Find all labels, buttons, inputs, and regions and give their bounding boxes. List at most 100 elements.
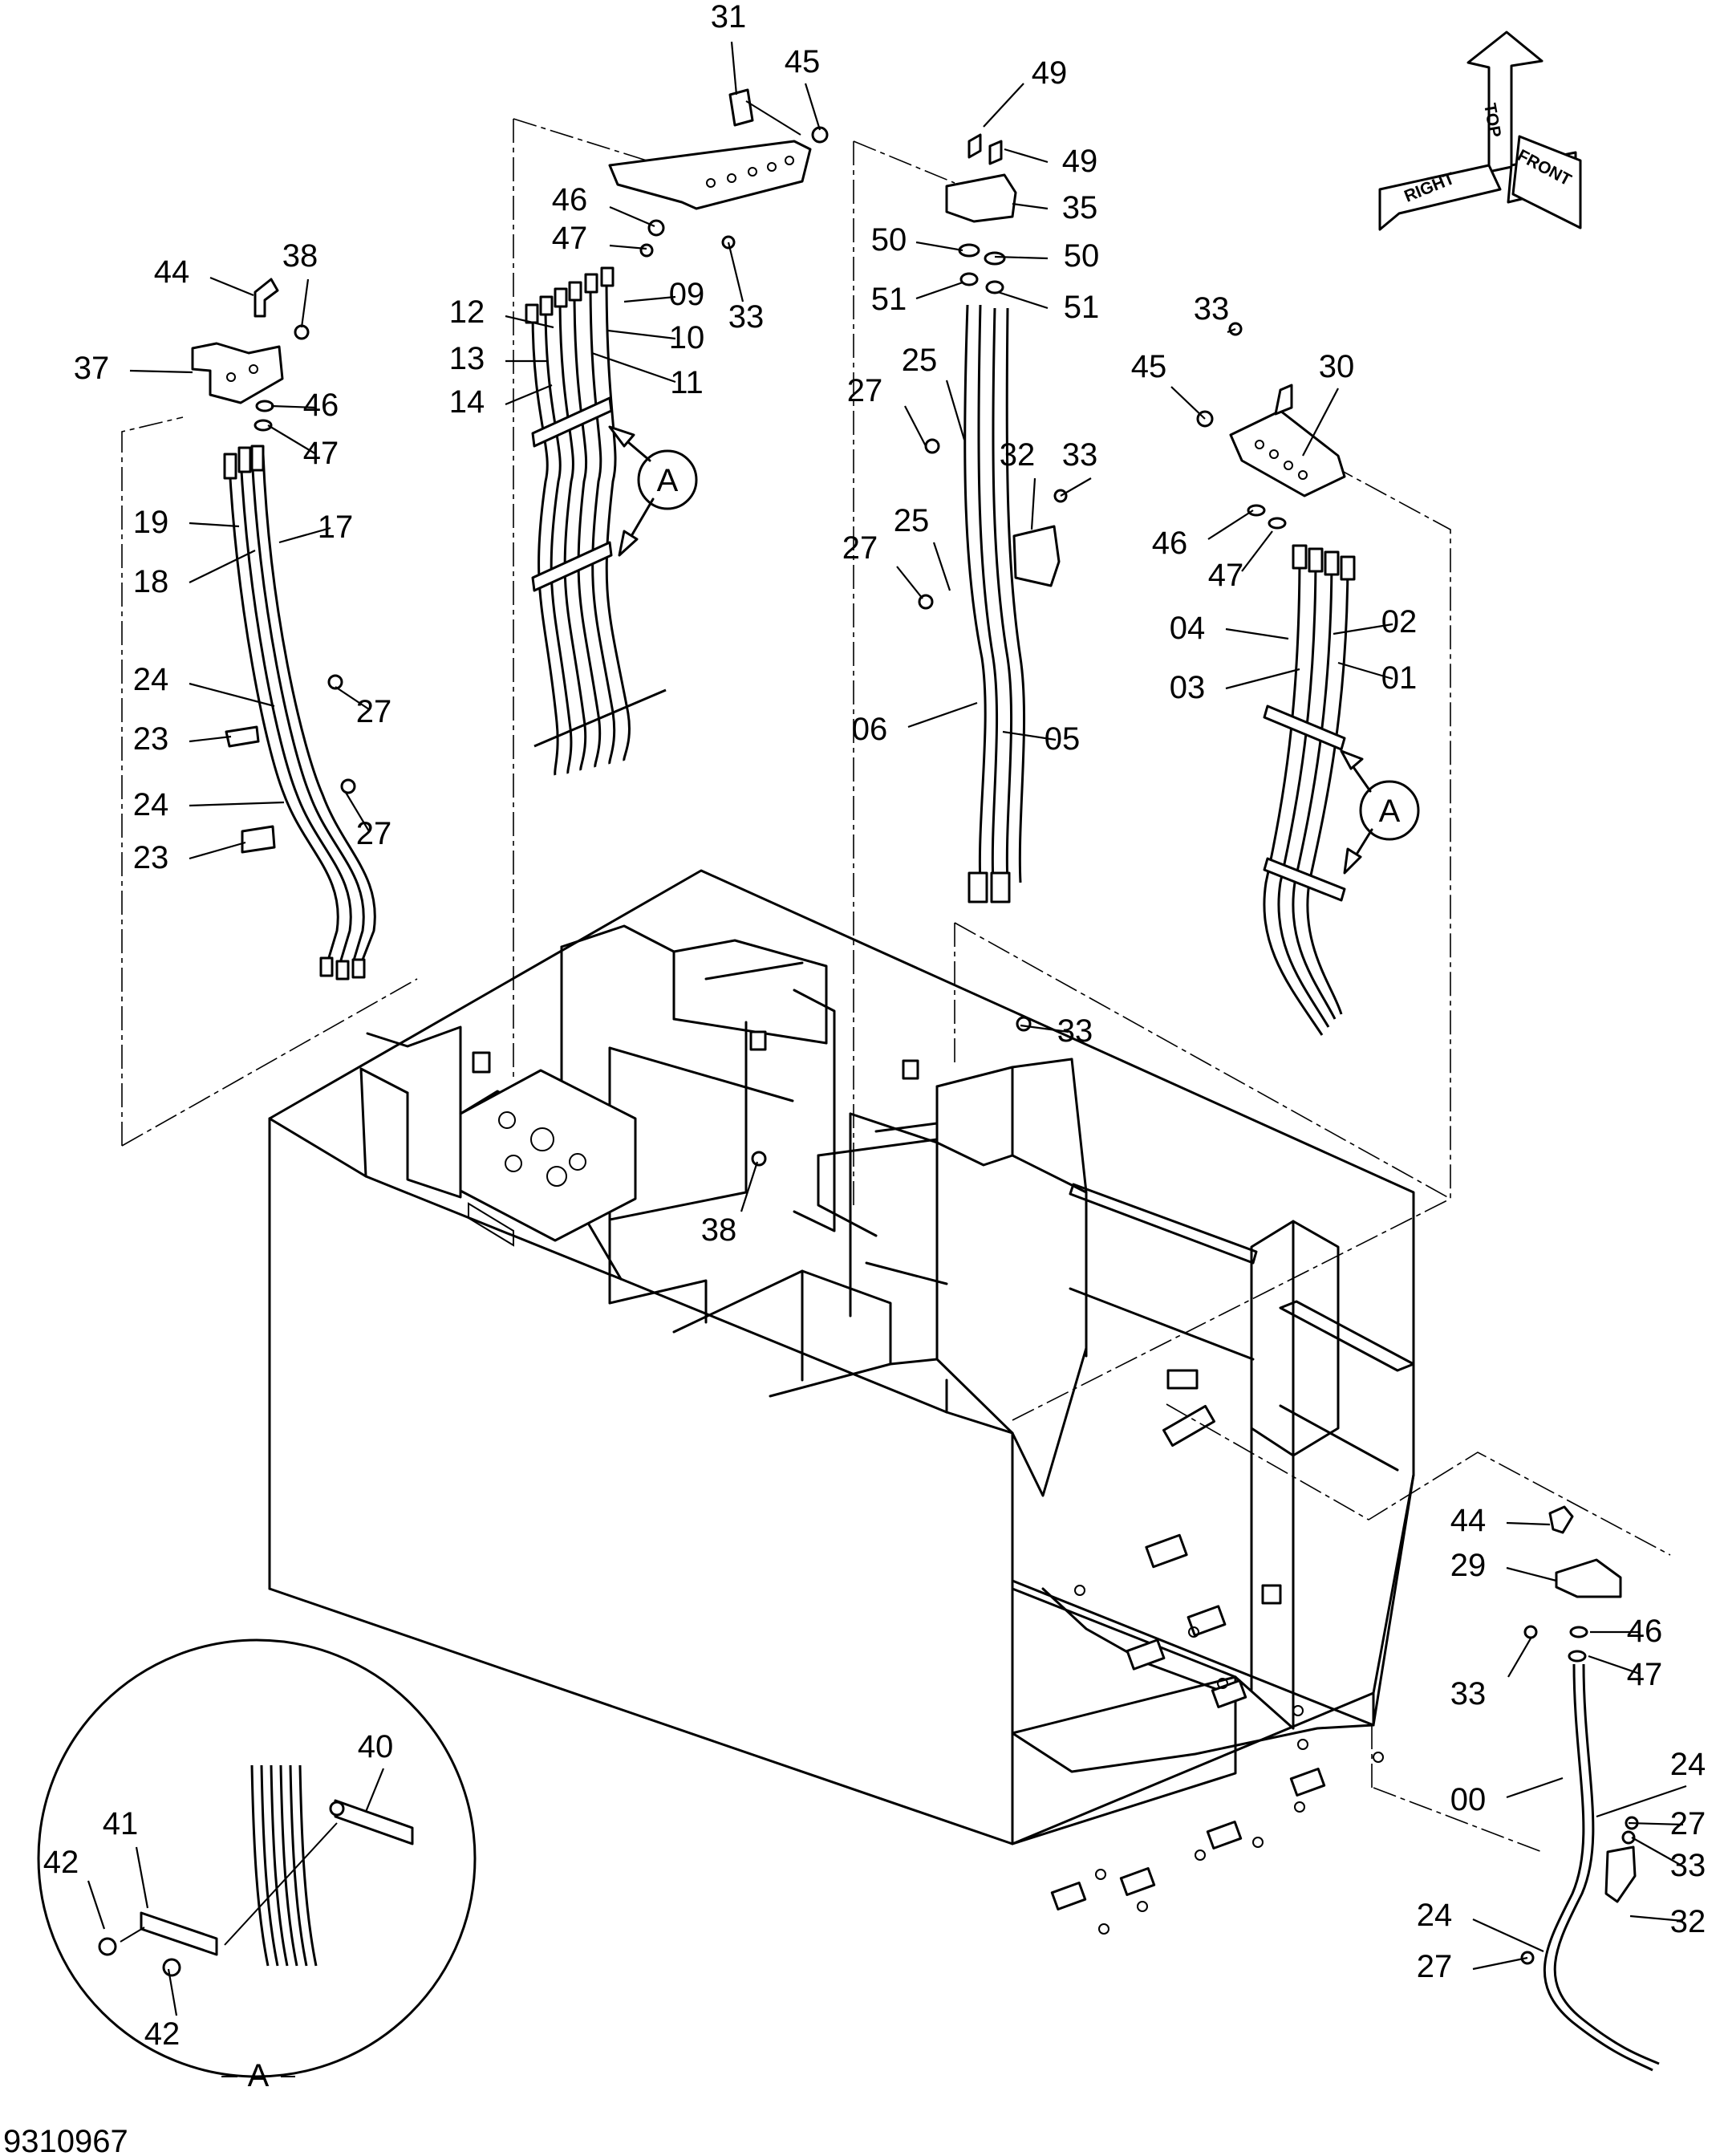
part-number-label: 24 bbox=[1670, 1747, 1706, 1782]
detail-a-label: A bbox=[248, 2058, 270, 2093]
bubble-label: A bbox=[657, 463, 679, 498]
callout-c23a: 23 bbox=[133, 721, 232, 757]
leader-line bbox=[896, 566, 923, 599]
part-number-label: 38 bbox=[701, 1212, 737, 1248]
guide-lines bbox=[121, 118, 1671, 1853]
part-number-label: 27 bbox=[842, 530, 878, 566]
callout-c24a: 24 bbox=[133, 662, 275, 708]
leader-line bbox=[209, 276, 254, 297]
leader-line bbox=[1030, 477, 1036, 530]
part-number-label: 47 bbox=[1208, 558, 1244, 593]
bubble-arrows bbox=[608, 425, 1373, 875]
hose-set-05-06 bbox=[918, 133, 1068, 903]
callout-c06: 06 bbox=[852, 701, 978, 747]
bubble-a-left: A bbox=[637, 449, 698, 510]
part-number-label: 33 bbox=[1062, 437, 1098, 473]
hose-set-17-19 bbox=[191, 278, 376, 981]
leader-line bbox=[189, 550, 256, 583]
bubble-label: A bbox=[1379, 794, 1401, 829]
callout-c51a: 51 bbox=[871, 281, 963, 317]
part-number-label: 02 bbox=[1381, 604, 1418, 639]
leader-line bbox=[129, 369, 193, 374]
callout-c12: 12 bbox=[449, 294, 554, 330]
part-number-label: 32 bbox=[1670, 1904, 1706, 1939]
part-number-label: 42 bbox=[144, 2016, 181, 2052]
bubble-circle bbox=[637, 449, 698, 510]
leader-line bbox=[1472, 1918, 1544, 1953]
part-number-label: 24 bbox=[133, 662, 169, 697]
leader-line bbox=[997, 290, 1049, 310]
part-number-label: 38 bbox=[282, 238, 318, 274]
frame-assembly bbox=[268, 869, 1415, 1935]
part-number-label: 46 bbox=[1152, 526, 1188, 561]
leader-line bbox=[609, 244, 647, 250]
callout-c45a: 45 bbox=[785, 44, 821, 131]
leader-line bbox=[167, 1968, 178, 2016]
part-number-label: 45 bbox=[785, 44, 821, 79]
part-number-label: 50 bbox=[1064, 238, 1100, 274]
part-number-label: 29 bbox=[1450, 1548, 1487, 1583]
callout-c31: 31 bbox=[711, 0, 746, 95]
callout-c25b: 25 bbox=[894, 503, 951, 591]
leader-line bbox=[740, 1161, 759, 1212]
part-number-label: 33 bbox=[728, 299, 765, 335]
part-number-label: 49 bbox=[1032, 55, 1068, 91]
callout-c40: 40 bbox=[358, 1729, 393, 1813]
leader-line bbox=[335, 686, 370, 710]
leader-line bbox=[87, 1880, 106, 1930]
callout-c32b: 32 bbox=[1629, 1904, 1706, 1939]
callout-c18: 18 bbox=[133, 550, 256, 599]
leader-line bbox=[1225, 627, 1289, 640]
callout-c03: 03 bbox=[1170, 668, 1300, 705]
leader-line bbox=[1628, 1821, 1684, 1826]
part-number-label: 42 bbox=[43, 1845, 79, 1880]
part-number-label: 25 bbox=[902, 343, 938, 378]
callout-c35: 35 bbox=[1012, 190, 1097, 225]
callout-c33d: 33 bbox=[1020, 1013, 1093, 1049]
leader-line bbox=[1506, 1521, 1551, 1526]
callout-c46b: 46 bbox=[270, 388, 339, 423]
part-number-label: 46 bbox=[1627, 1614, 1663, 1649]
detail-a-view bbox=[37, 1638, 477, 2078]
part-number-label: 17 bbox=[318, 510, 354, 545]
part-number-label: 44 bbox=[154, 254, 190, 290]
leader-line bbox=[591, 351, 676, 384]
bubble-layer: AA bbox=[637, 449, 1420, 841]
leader-line bbox=[1472, 1956, 1528, 1971]
loose-fasteners bbox=[751, 1016, 1032, 1167]
leader-line bbox=[267, 424, 317, 455]
part-number-label: 32 bbox=[1000, 437, 1036, 473]
callout-c38b: 38 bbox=[701, 1161, 759, 1248]
part-number-label: 27 bbox=[356, 694, 392, 729]
leader-line bbox=[1302, 388, 1339, 457]
leader-line bbox=[932, 542, 951, 591]
leader-line bbox=[1020, 1024, 1069, 1033]
leader-line bbox=[1588, 1655, 1641, 1675]
part-number-label: 27 bbox=[356, 816, 392, 851]
callout-c44b: 44 bbox=[1450, 1503, 1551, 1538]
callout-c51b: 51 bbox=[997, 290, 1099, 325]
leader-line bbox=[730, 41, 738, 95]
callout-c13: 13 bbox=[449, 341, 547, 376]
part-number-label: 47 bbox=[303, 436, 339, 471]
callout-c44a: 44 bbox=[154, 254, 254, 297]
bubble-circle bbox=[1359, 780, 1420, 841]
leader-line bbox=[189, 801, 285, 807]
leader-line bbox=[344, 790, 370, 832]
callout-c33a: 33 bbox=[727, 242, 765, 335]
callout-c47d: 47 bbox=[1588, 1655, 1662, 1692]
callout-c42b: 42 bbox=[144, 1968, 181, 2052]
leader-line bbox=[904, 405, 927, 447]
part-number-label: 13 bbox=[449, 341, 485, 376]
callout-c41: 41 bbox=[103, 1806, 149, 1909]
part-number-label: 37 bbox=[74, 351, 110, 386]
part-number-label: 33 bbox=[1450, 1676, 1487, 1711]
leader-line bbox=[983, 83, 1024, 128]
callout-c45b: 45 bbox=[1131, 349, 1206, 420]
orientation-indicator: TOP FRONT RIGHT bbox=[1378, 30, 1582, 231]
leader-line bbox=[727, 242, 744, 302]
part-number-label: 00 bbox=[1450, 1782, 1487, 1817]
drawing-number: 9310967 bbox=[3, 2124, 128, 2156]
part-number-label: 04 bbox=[1170, 611, 1206, 646]
